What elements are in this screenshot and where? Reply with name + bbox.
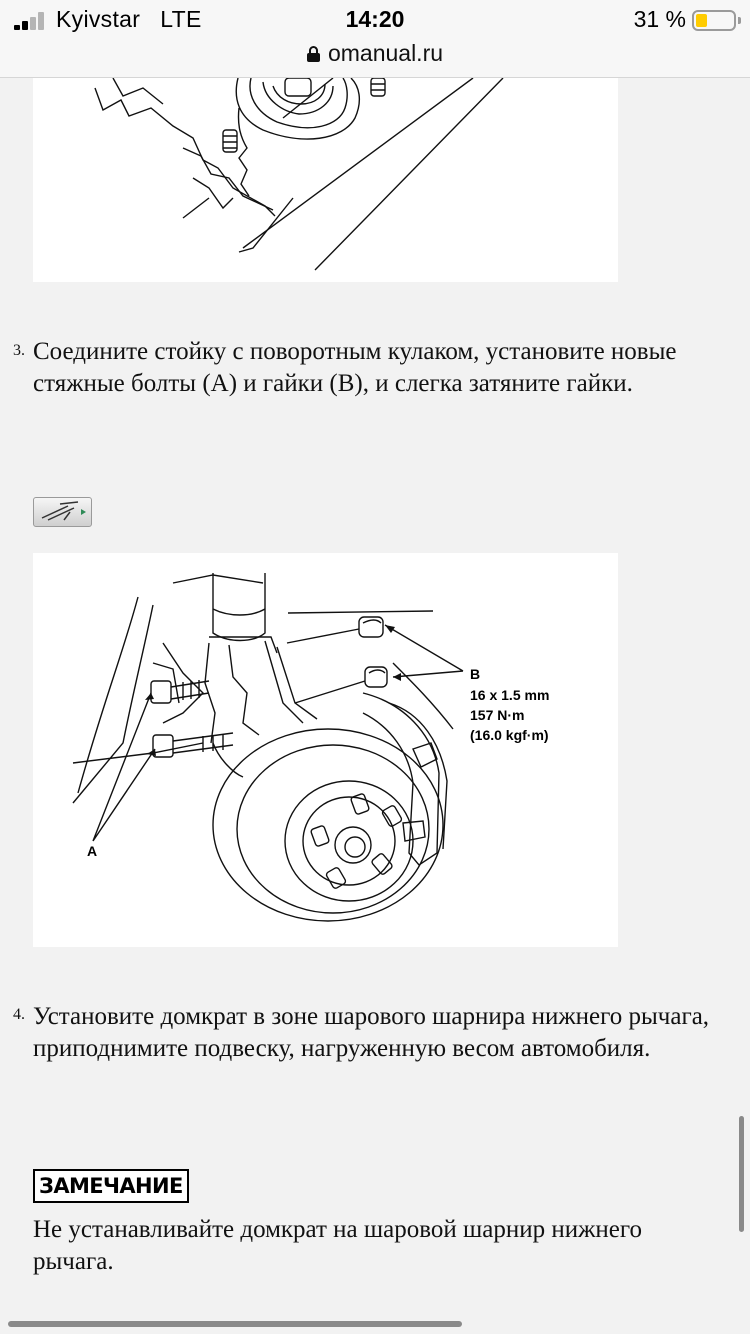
- step-text: Установите домкрат в зоне шарового шарни…: [33, 1003, 710, 1062]
- lock-icon: [306, 46, 320, 62]
- network-type: LTE: [160, 6, 202, 32]
- nut-thread-spec: 16 x 1.5 mm: [470, 687, 549, 703]
- carrier-name: Kyivstar: [56, 6, 141, 32]
- knuckle-bolt-illustration: A B 16 x 1.5 mm 157 N·m (16.0 kgf·m): [33, 553, 618, 947]
- label-bolt-a: A: [87, 843, 97, 859]
- clock: 14:20: [345, 6, 405, 32]
- label-nut-b: B: [470, 666, 480, 682]
- notice-badge: ЗАМЕЧАНИЕ: [33, 1169, 189, 1203]
- step-number: 3.: [13, 342, 25, 359]
- horizontal-scrollbar[interactable]: [8, 1321, 462, 1327]
- battery-percent: 31 %: [633, 6, 686, 32]
- torque-wrench-icon: [41, 501, 86, 521]
- notice-text: Не устанавливайте домкрат на шаровой шар…: [33, 1216, 643, 1275]
- battery-icon: [692, 10, 741, 31]
- nut-torque-spec: 157 N·m: [470, 707, 524, 723]
- vertical-scrollbar[interactable]: [739, 1116, 744, 1232]
- view-image-button[interactable]: [33, 497, 92, 527]
- strut-mount-drawing: [94, 78, 504, 271]
- strut-mount-illustration: [33, 78, 618, 282]
- step-number: 4.: [13, 1006, 25, 1023]
- carrier-info: Kyivstar LTE: [56, 6, 202, 33]
- signal-icon: [14, 12, 48, 30]
- knuckle-bolt-drawing: A B 16 x 1.5 mm 157 N·m (16.0 kgf·m): [72, 573, 549, 922]
- address-bar[interactable]: omanual.ru: [0, 40, 750, 67]
- status-bar: Kyivstar LTE 14:20 31 % omanual.ru: [0, 0, 750, 78]
- battery-level: [696, 14, 707, 27]
- url-text: omanual.ru: [327, 40, 444, 66]
- step-text: Соедините стойку с поворотным кулаком, у…: [33, 338, 677, 397]
- nut-torque-kgf: (16.0 kgf·m): [470, 727, 549, 743]
